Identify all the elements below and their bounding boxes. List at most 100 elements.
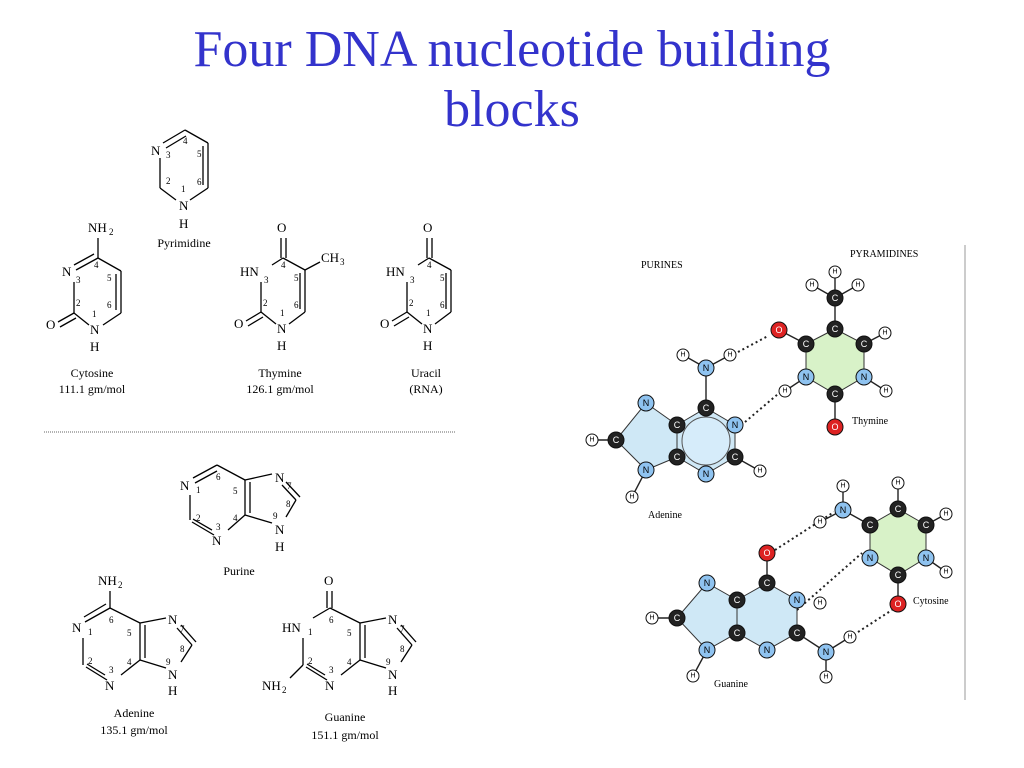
carbon-atom [889,500,907,518]
svg-text:4: 4 [281,260,286,270]
hydrogen-atom [813,596,827,610]
hydrogen-atom [819,670,833,684]
nitrogen-atom [758,641,776,659]
svg-text:N: N [277,321,287,336]
carbon-atom-symbol: C [832,389,839,399]
carbon-atom [668,416,686,434]
hydrogen-atom-symbol: H [809,282,814,289]
title-line-2: blocks [444,81,580,138]
nitrogen-atom [817,643,835,661]
carbon-atom-symbol: C [734,595,741,605]
svg-text:3: 3 [340,257,345,267]
hydrogen-atom [805,278,819,292]
pyramidines-label: PYRAMIDINES [850,249,918,260]
uracil-mass: (RNA) [409,382,442,396]
svg-text:6: 6 [109,615,114,625]
svg-text:6: 6 [440,300,445,310]
carbon-atom [668,448,686,466]
hydrogen-atom [851,278,865,292]
svg-text:N: N [180,478,190,493]
oxygen-atom [770,321,788,339]
svg-text:5: 5 [197,149,202,159]
svg-text:3: 3 [216,522,221,532]
carbon-atom-symbol: C [794,628,801,638]
svg-text:3: 3 [76,275,81,285]
thymine-pair-label: Thymine [852,416,889,427]
hydrogen-atom [753,464,767,478]
svg-text:1: 1 [308,627,313,637]
svg-text:6: 6 [216,472,221,482]
nitrogen-atom-symbol: N [703,363,710,373]
svg-text:5: 5 [440,273,445,283]
svg-text:2: 2 [109,227,114,237]
svg-text:N: N [325,678,335,693]
carbon-atom-symbol: C [832,293,839,303]
title-line-1: Four DNA nucleotide building [193,21,831,78]
svg-text:1: 1 [88,627,93,637]
carbon-atom [728,591,746,609]
svg-text:2: 2 [76,298,81,308]
svg-text:5: 5 [107,273,112,283]
hydrogen-atom [879,384,893,398]
svg-text:N: N [168,667,178,682]
carbon-atom-symbol: C [613,435,620,445]
nitrogen-atom-symbol: N [764,645,771,655]
carbon-atom-symbol: C [674,452,681,462]
nitrogen-atom [697,465,715,483]
svg-text:4: 4 [427,260,432,270]
hydrogen-atom-symbol: H [649,615,654,622]
carbon-atom [826,385,844,403]
svg-text:H: H [277,338,286,353]
oxygen-atom [758,544,776,562]
hydrogen-atom [843,630,857,644]
hydrogen-atom-symbol: H [690,673,695,680]
hydrogen-atom-symbol: H [680,352,685,359]
svg-text:H: H [423,338,432,353]
carbon-atom-symbol: C [734,628,741,638]
hydrogen-atom-symbol: H [943,511,948,518]
oxygen-atom-symbol: O [763,548,770,558]
svg-text:N: N [179,198,189,213]
hydrogen-atom [585,433,599,447]
hydrogen-atom [939,565,953,579]
svg-text:N: N [388,612,398,627]
svg-text:2: 2 [409,298,414,308]
svg-text:8: 8 [286,499,291,509]
nitrogen-atom-symbol: N [867,553,874,563]
nitrogen-atom [855,368,873,386]
svg-text:3: 3 [329,665,334,675]
slide-title: Four DNA nucleotide building blocks [0,20,1024,140]
carbon-atom [607,431,625,449]
guanine-pair-label: Guanine [714,679,748,690]
svg-text:2: 2 [118,580,123,590]
svg-text:H: H [168,683,177,698]
hydrogen-atom-symbol: H [855,282,860,289]
carbon-atom-symbol: C [764,578,771,588]
svg-text:N: N [388,667,398,682]
hydrogen-atom [813,515,827,529]
svg-text:N: N [151,143,161,158]
nitrogen-atom-symbol: N [703,469,710,479]
nitrogen-atom [797,368,815,386]
svg-text:O: O [380,316,389,331]
carbon-atom-symbol: C [861,339,868,349]
svg-text:1: 1 [196,485,201,495]
svg-text:4: 4 [233,513,238,523]
hydrogen-atom-symbol: H [629,494,634,501]
pyrimidine-structure: N N H 3 4 5 6 1 2 Pyrimidine [151,129,211,250]
svg-text:N: N [90,322,100,337]
svg-text:NH: NH [88,220,107,235]
hydrogen-atom [939,507,953,521]
hydrogen-atom-symbol: H [782,388,787,395]
svg-text:2: 2 [263,298,268,308]
hydrogen-atom [676,348,690,362]
svg-text:N: N [275,470,285,485]
svg-text:6: 6 [294,300,299,310]
svg-text:4: 4 [127,657,132,667]
svg-text:3: 3 [264,275,269,285]
svg-text:6: 6 [107,300,112,310]
nitrogen-atom-symbol: N [823,647,830,657]
